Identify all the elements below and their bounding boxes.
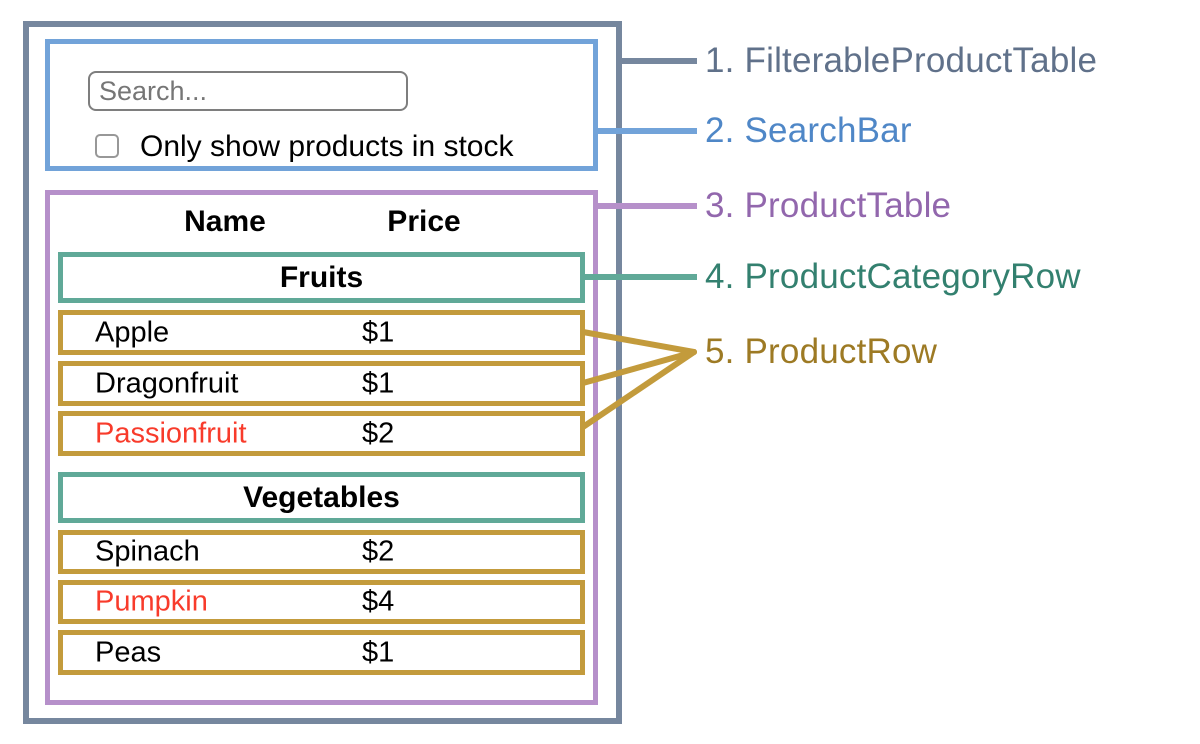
product-row: Passionfruit $2 (58, 411, 585, 456)
product-row: Pumpkin $4 (58, 580, 585, 624)
product-row: Apple $1 (58, 310, 585, 355)
product-name: Dragonfruit (95, 367, 239, 399)
product-table-box: Name Price Fruits Apple $1 Dragonfruit $… (45, 190, 598, 705)
search-input[interactable] (88, 71, 408, 111)
product-row: Spinach $2 (58, 530, 585, 574)
product-price: $2 (362, 417, 395, 449)
legend-product-table: 3. ProductTable (705, 186, 952, 225)
product-price: $1 (362, 367, 395, 399)
in-stock-checkbox[interactable] (95, 134, 119, 158)
product-category-row: Vegetables (58, 472, 585, 523)
column-header-name: Name (184, 205, 266, 238)
product-category-row: Fruits (58, 252, 585, 303)
in-stock-checkbox-label: Only show products in stock (140, 130, 514, 163)
category-label: Vegetables (243, 480, 400, 514)
product-name: Passionfruit (95, 417, 247, 449)
product-name: Spinach (95, 535, 200, 568)
legend-search-bar: 2. SearchBar (705, 111, 912, 150)
product-name: Pumpkin (95, 585, 208, 618)
legend-product-category-row: 4. ProductCategoryRow (705, 257, 1081, 296)
category-label: Fruits (279, 260, 364, 294)
product-name: Apple (95, 316, 170, 348)
column-header-price: Price (387, 205, 461, 238)
search-bar-box: Only show products in stock (45, 39, 598, 171)
product-name: Peas (95, 636, 162, 668)
product-price: $4 (362, 585, 395, 618)
product-row: Peas $1 (58, 630, 585, 675)
filterable-product-table-box: Only show products in stock Name Price F… (23, 21, 622, 724)
product-price: $2 (362, 535, 395, 568)
product-row: Dragonfruit $1 (58, 361, 585, 406)
product-price: $1 (362, 636, 395, 668)
legend-product-row: 5. ProductRow (705, 332, 938, 371)
product-price: $1 (362, 316, 395, 348)
legend-filterable-product-table: 1. FilterableProductTable (705, 41, 1098, 80)
